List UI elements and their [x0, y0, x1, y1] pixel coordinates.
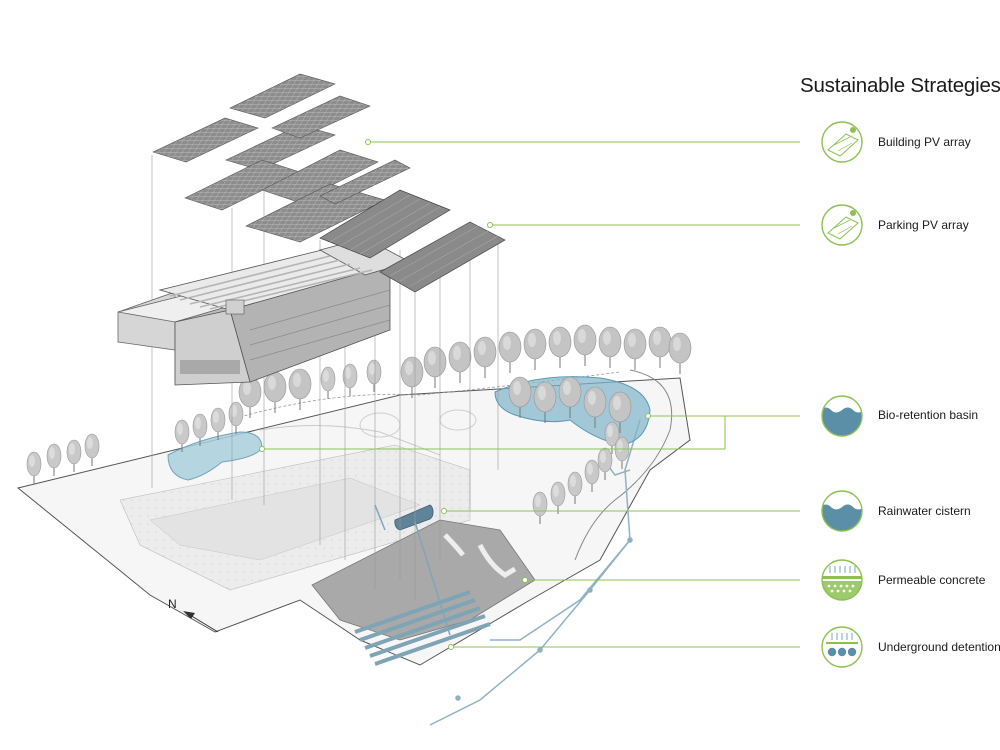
- legend-label-parking-pv: Parking PV array: [878, 218, 969, 232]
- rainwater-cistern: [374, 504, 451, 636]
- detention-chambers-icon: [821, 626, 863, 668]
- legend-label-permeable-concrete: Permeable concrete: [878, 573, 986, 587]
- building-pv-array: [152, 73, 411, 243]
- stormwater-pipe-network: [429, 419, 641, 726]
- pv-panel-sun-icon: [821, 121, 863, 163]
- north-label: N: [168, 597, 177, 611]
- north-arrow: [183, 611, 219, 633]
- legend-label-bio-retention: Bio-retention basin: [878, 408, 979, 422]
- legend-title: Sustainable Strategies: [800, 74, 1000, 97]
- legend-label-building-pv: Building PV array: [878, 135, 971, 149]
- pv-panel-sun-icon: [821, 204, 863, 246]
- leader-anchor-points: [259, 139, 651, 650]
- underground-detention-chambers: [354, 590, 491, 666]
- parking-pv-array: [319, 189, 506, 293]
- legend-label-rainwater-cistern: Rainwater cistern: [878, 504, 971, 518]
- water-wave-icon: [821, 395, 863, 437]
- water-wave-icon: [821, 490, 863, 532]
- leader-lines: [262, 141, 800, 648]
- legend-label-underground-detention: Underground detention: [878, 640, 1000, 654]
- permeable-surface-icon: [821, 559, 863, 601]
